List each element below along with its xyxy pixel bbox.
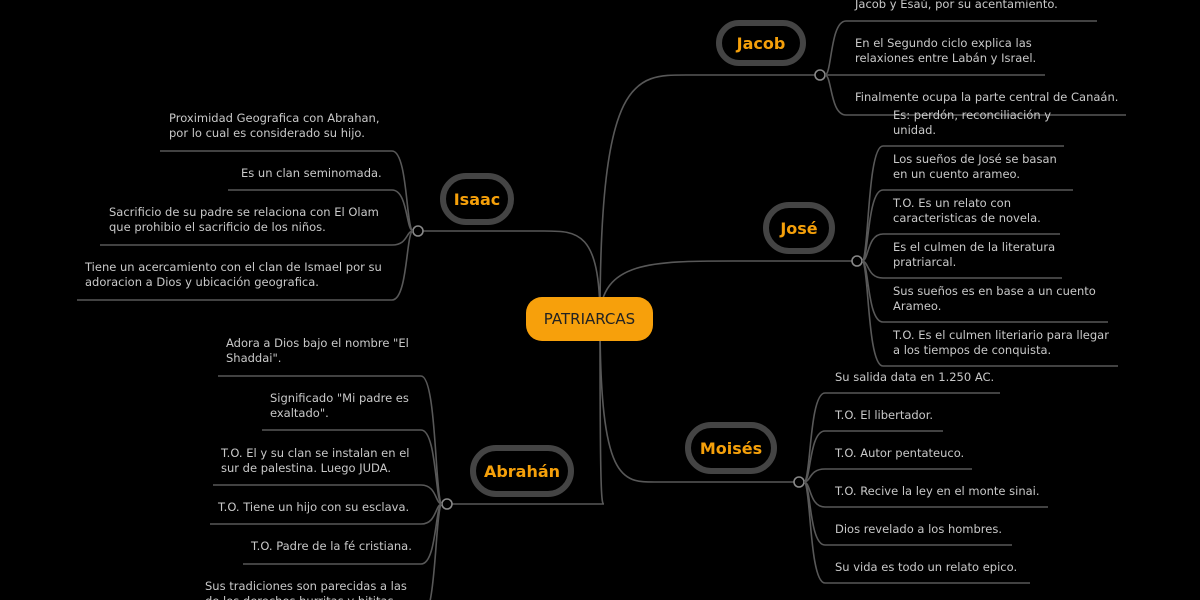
leaf-isaac[interactable]: Es un clan seminomada. [241,166,382,180]
collapse-toggle-jacob[interactable] [814,69,826,81]
leaf-abrahan[interactable]: T.O. Tiene un hijo con su esclava. [218,500,410,514]
leaf-abrahan[interactable]: Sus tradiciones son parecidas a las de l… [205,579,407,600]
leaf-moises[interactable]: Su salida data en 1.250 AC. [835,370,995,384]
leaf-connector [803,481,1030,584]
leaf-jacob[interactable]: Finalmente ocupa la parte central de Can… [855,90,1119,104]
collapse-toggle-abrahan[interactable] [441,498,453,510]
leaf-abrahan[interactable]: T.O. El y su clan se instalan en el sur … [221,446,410,475]
leaf-jose[interactable]: Es: perdón, reconciliación y unidad. [893,108,1052,137]
leaf-isaac[interactable]: Proximidad Geografica con Abrahan, por l… [169,111,380,140]
leaf-moises[interactable]: T.O. Autor pentateuco. [835,446,965,460]
leaf-connector [429,503,443,600]
leaf-abrahan[interactable]: T.O. Padre de la fé cristiana. [251,539,412,553]
central-topic[interactable]: PATRIARCAS [526,297,653,341]
leaf-connector [803,468,972,483]
leaf-jose[interactable]: Es el culmen de la literatura pratriarca… [893,240,1056,269]
leaf-moises[interactable]: T.O. Recive la ley en el monte sinai. [835,484,1040,498]
leaf-moises[interactable]: Su vida es todo un relato epico. [835,560,1018,574]
leaf-jacob[interactable]: En el Segundo ciclo explica las relaxion… [855,36,1037,65]
collapse-toggle-moises[interactable] [793,476,805,488]
leaf-isaac[interactable]: Sacrificio de su padre se relaciona con … [109,205,379,234]
collapse-toggle-isaac[interactable] [412,225,424,237]
leaf-connector [77,230,414,301]
leaf-abrahan[interactable]: Adora a Dios bajo el nombre "El Shaddai"… [226,336,409,365]
leaf-connector [228,189,414,232]
leaf-jose[interactable]: Los sueños de José se basan en un cuento… [893,152,1057,181]
leaf-jacob[interactable]: Jacob y Esaú, por su acentamiento. [855,0,1058,11]
topic-isaac[interactable]: Isaac [440,173,514,225]
leaf-abrahan[interactable]: Significado "Mi padre es exaltado". [270,391,409,420]
branch-moises [599,318,799,483]
leaf-connector [861,233,1060,262]
leaf-connector [803,430,943,483]
leaf-moises[interactable]: T.O. El libertador. [835,408,934,422]
leaf-jose[interactable]: T.O. Es el culmen literiario para llegar… [893,328,1109,357]
leaf-connector [213,484,443,505]
topic-jacob[interactable]: Jacob [716,20,806,66]
leaf-jose[interactable]: T.O. Es un relato con caracteristicas de… [893,196,1041,225]
topic-moises[interactable]: Moisés [685,422,777,474]
leaf-jose[interactable]: Sus sueños es en base a un cuento Arameo… [893,284,1096,313]
collapse-toggle-jose[interactable] [851,255,863,267]
branch-abrahan [447,318,605,505]
topic-jose[interactable]: José [763,202,835,254]
leaf-connector [262,429,443,505]
topic-abrahan[interactable]: Abrahán [470,445,574,497]
leaf-connector [824,74,1126,116]
branch-jacob [599,74,820,320]
leaf-connector [861,189,1073,262]
branch-isaac [418,230,601,320]
leaf-isaac[interactable]: Tiene un acercamiento con el clan de Ism… [85,260,382,289]
leaf-connector [861,260,1118,367]
leaf-moises[interactable]: Dios revelado a los hombres. [835,522,1003,536]
leaf-connector [824,20,1097,76]
